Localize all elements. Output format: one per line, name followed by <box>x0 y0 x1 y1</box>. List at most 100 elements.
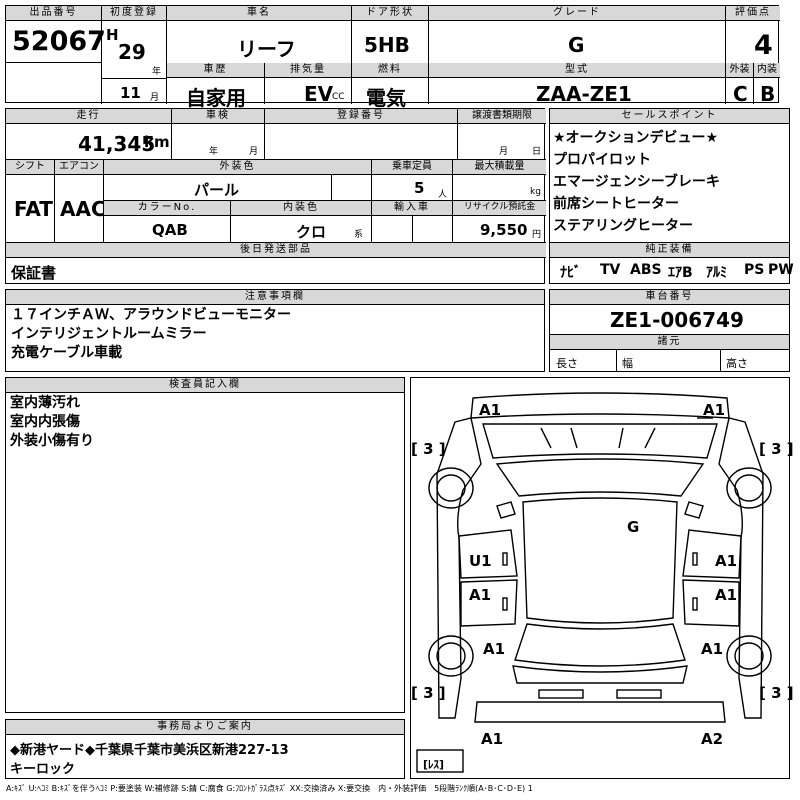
damage-legend: A:ｷｽﾞ U:ﾍｺﾐ B:ｷｽﾞを伴うﾍｺﾐ P:要塗装 W:補修跡 S:錆 … <box>6 784 533 793</box>
sales-point-item: エマージェンシーブレーキ <box>553 174 720 190</box>
kei-unit: 系 <box>354 230 364 240</box>
inspector-section: 検査員記入欄 室内薄汚れ 室内内張傷 外装小傷有り <box>5 377 405 713</box>
recycle-label: リサイクル預託金 <box>453 201 546 216</box>
lot-no: 52067 <box>12 26 106 57</box>
color: パール <box>194 181 240 199</box>
door-label: ドア形状 <box>352 6 428 21</box>
equipment-label: 純正装備 <box>550 243 789 258</box>
office-line2: キーロック <box>10 762 76 777</box>
model-label: 型式 <box>429 63 725 78</box>
equip-tv: TV <box>600 262 621 278</box>
history: 自家用 <box>186 86 246 110</box>
office-line1: ◆新港ヤード◆千葉県千葉市美浜区新港227-13 <box>10 743 289 758</box>
sales-points-list: ★オークションデビュー★ プロパイロット エマージェンシーブレーキ 前席シートヒ… <box>553 127 720 237</box>
mileage: 41,345 <box>78 132 156 156</box>
model-code: ZAA-ZE1 <box>536 82 632 106</box>
grade-label: グレード <box>429 6 725 21</box>
ac-label: エアコン <box>55 160 103 175</box>
fuel-label: 燃料 <box>352 63 428 78</box>
spec-section: 走行 車検 登録番号 譲渡書類期限 41,345 km 年 月 月 日 シフト … <box>5 108 546 284</box>
color-no-label: カラーNo. <box>104 201 230 216</box>
mark-glass-right-front: [ 3 ] <box>759 440 794 458</box>
kg-unit: kg <box>530 187 541 197</box>
reg-year: 29 <box>118 40 146 64</box>
car-outline-diagram <box>416 392 772 773</box>
ac: AAC <box>60 197 106 221</box>
lot-no-label: 出品番号 <box>6 6 101 21</box>
equip-alloy: ｱﾙﾐ <box>706 265 727 281</box>
car-name-label: 車名 <box>167 6 351 21</box>
inspection-month-unit: 月 <box>249 147 259 157</box>
notes-label: 注意事項欄 <box>6 290 544 305</box>
score: 4 <box>754 30 773 61</box>
mark-bottom-right: A2 <box>701 730 724 748</box>
mark-top-right: A1 <box>703 401 726 419</box>
door-type: 5HB <box>364 33 410 57</box>
transfer-day-unit: 日 <box>532 147 542 157</box>
chassis-section: 車台番号 ZE1-006749 諸元 長さ 幅 高さ <box>549 289 790 372</box>
transfer-month-unit: 月 <box>499 147 509 157</box>
office-section: 事務局よりご案内 ◆新港ヤード◆千葉県千葉市美浜区新港227-13 キーロック <box>5 719 405 779</box>
ext-grade: C <box>733 82 748 106</box>
mileage-label: 走行 <box>6 109 171 124</box>
note-line: １７インチＡＷ、アラウンドビューモニター <box>11 307 291 323</box>
office-label: 事務局よりご案内 <box>6 720 404 735</box>
km-unit: km <box>144 133 170 151</box>
score-label: 評価点 <box>726 6 780 21</box>
shift: FAT <box>14 197 53 221</box>
ext-label: 外装 <box>726 63 753 78</box>
yen-unit: 円 <box>532 230 542 240</box>
equip-nav: ﾅﾋﾞ <box>560 265 581 281</box>
plate-label: 登録番号 <box>265 109 457 124</box>
mark-roof: G <box>627 518 640 536</box>
mark-glass-left-front: [ 3 ] <box>411 440 446 458</box>
color-no: QAB <box>152 221 188 239</box>
recycle-amount: 9,550 <box>480 221 528 239</box>
inspection-label: 車検 <box>172 109 264 124</box>
parts-label: 後日発送部品 <box>6 243 546 258</box>
sales-points-label: セールスポイント <box>550 109 789 124</box>
mark-rear-fender-right: A1 <box>701 640 724 658</box>
mark-bottom-left: A1 <box>481 730 504 748</box>
inspector-line: 外装小傷有り <box>10 433 94 449</box>
first-reg-label: 初度登録 <box>102 6 166 21</box>
displacement: EV <box>304 82 334 106</box>
mark-rear-door-right: A1 <box>715 586 738 604</box>
equip-ps: PS <box>744 262 765 278</box>
int-grade: B <box>760 82 776 106</box>
mark-top-left: A1 <box>479 401 502 419</box>
sales-point-item: ★オークションデビュー★ <box>553 130 719 146</box>
mark-rear-fender-left: A1 <box>483 640 506 658</box>
height-label: 高さ <box>726 357 748 370</box>
chassis-number: ZE1-006749 <box>610 308 744 332</box>
import-label: 輸入車 <box>372 201 452 216</box>
length-label: 長さ <box>556 357 578 370</box>
notes-section: 注意事項欄 １７インチＡＷ、アラウンドビューモニター インテリジェントルームミラ… <box>5 289 545 372</box>
inspector-list: 室内薄汚れ 室内内張傷 外装小傷有り <box>10 394 94 451</box>
dims-label: 諸元 <box>550 335 789 350</box>
history-label: 車歴 <box>167 63 264 78</box>
inspection-year-unit: 年 <box>209 147 219 157</box>
reg-month: 11 <box>120 84 141 102</box>
color-label: 外装色 <box>104 160 371 175</box>
cc-unit: CC <box>332 92 345 102</box>
equip-pw: PW <box>768 262 794 278</box>
mark-front-door-right: A1 <box>715 552 738 570</box>
int-label: 内装 <box>754 63 780 78</box>
mark-glass-left-rear: [ 3 ] <box>411 684 446 702</box>
capacity-label: 乗車定員 <box>372 160 452 175</box>
mark-glass-right-rear: [ 3 ] <box>759 684 794 702</box>
displacement-label: 排気量 <box>265 63 351 78</box>
interior-color-label: 内装色 <box>231 201 371 216</box>
month-unit: 月 <box>150 93 160 103</box>
load-label: 最大積載量 <box>453 160 546 175</box>
interior-color: クロ <box>296 223 327 241</box>
year-unit: 年 <box>152 67 162 77</box>
mark-front-door-left: U1 <box>469 552 492 570</box>
person-unit: 人 <box>438 190 448 200</box>
equip-airbag: ｴｱB <box>668 265 693 281</box>
grade: G <box>568 33 585 57</box>
notes-list: １７インチＡＷ、アラウンドビューモニター インテリジェントルームミラー 充電ケー… <box>11 306 291 363</box>
header-section: 出品番号 52067 初度登録 H 29 年 11 月 車名 リーフ ドア形状 … <box>5 5 780 110</box>
note-line: 充電ケーブル車載 <box>11 345 123 361</box>
